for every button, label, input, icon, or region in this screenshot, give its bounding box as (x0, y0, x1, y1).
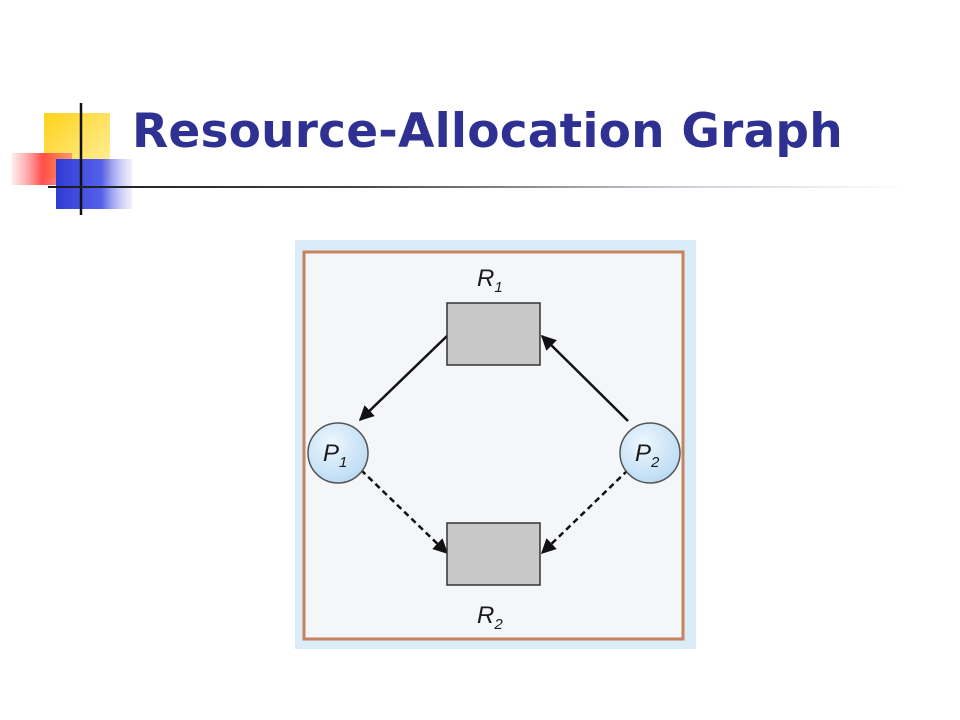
process-p1-label: P (323, 440, 339, 467)
resource-r1-label: R (477, 265, 494, 292)
process-p2-subscript: 2 (650, 454, 660, 471)
resource-allocation-diagram: R1 R2 P1 P2 (295, 240, 696, 649)
edge-p2-to-r1 (540, 334, 629, 422)
resource-r2: R2 (446, 522, 541, 633)
svg-text:P2: P2 (635, 440, 660, 471)
svg-text:R1: R1 (477, 265, 503, 296)
slide-title: Resource-Allocation Graph (132, 104, 843, 159)
slide-logo-icon (12, 103, 140, 215)
svg-text:R2: R2 (477, 602, 503, 633)
resource-r2-label: R (477, 602, 494, 629)
process-p1: P1 (307, 422, 369, 484)
process-p2-label: P (635, 440, 651, 467)
edge-r1-to-p1 (358, 335, 448, 422)
process-p2: P2 (619, 422, 681, 484)
resource-r1-subscript: 1 (494, 279, 502, 296)
title-underline (48, 186, 908, 188)
resource-r1: R1 (446, 265, 541, 366)
svg-text:P1: P1 (323, 440, 347, 471)
resource-r2-subscript: 2 (493, 616, 503, 633)
process-p1-subscript: 1 (339, 454, 347, 471)
